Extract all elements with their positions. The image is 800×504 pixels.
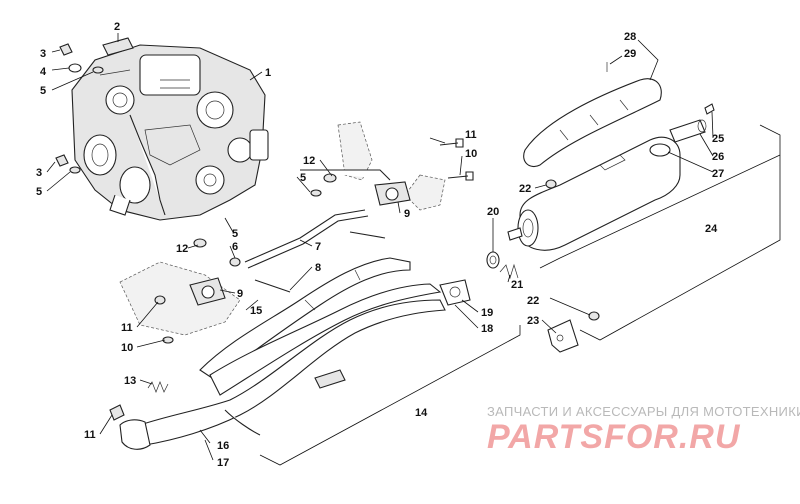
hardware-bolts bbox=[154, 138, 474, 344]
callout-28: 28 bbox=[624, 31, 636, 43]
callout-7: 7 bbox=[315, 241, 321, 253]
callout-5-b: 5 bbox=[36, 186, 42, 198]
callout-26: 26 bbox=[712, 151, 724, 163]
callout-1: 1 bbox=[265, 67, 271, 79]
callout-5: 5 bbox=[40, 85, 46, 97]
callout-13: 13 bbox=[124, 375, 136, 387]
callout-18: 18 bbox=[481, 323, 493, 335]
muffler-24 bbox=[507, 136, 681, 251]
callouts: 1 2 3 4 5 3 5 5 5 6 7 8 9 9 10 10 11 11 … bbox=[36, 21, 724, 469]
watermark-caption: ЗАПЧАСТИ И АКСЕССУАРЫ ДЛЯ МОТОТЕХНИКИ bbox=[487, 404, 800, 419]
engine-assembly bbox=[71, 44, 269, 221]
callout-29: 29 bbox=[624, 48, 636, 60]
callout-14: 14 bbox=[415, 407, 428, 419]
callout-5-d: 5 bbox=[232, 228, 238, 240]
callout-21: 21 bbox=[511, 279, 523, 291]
callout-23: 23 bbox=[527, 315, 539, 327]
bracket-23 bbox=[547, 319, 579, 353]
callout-3-b: 3 bbox=[36, 167, 42, 179]
callout-11-upper: 11 bbox=[465, 129, 477, 141]
callout-24: 24 bbox=[705, 223, 718, 235]
spring-13 bbox=[147, 381, 169, 393]
clamp-18-19 bbox=[439, 279, 471, 306]
nut-22 bbox=[545, 179, 600, 321]
gasket-lower bbox=[189, 277, 226, 306]
callout-3: 3 bbox=[40, 48, 46, 60]
callout-8: 8 bbox=[315, 262, 321, 274]
muffler-heat-shield-28 bbox=[523, 78, 662, 168]
gasket-20 bbox=[486, 251, 500, 269]
callout-22-lower: 22 bbox=[527, 295, 539, 307]
callout-10-lower: 10 bbox=[121, 342, 133, 354]
bracket-upper bbox=[337, 121, 446, 211]
header-pipe-15 bbox=[199, 257, 411, 381]
engine-mount-hardware bbox=[55, 43, 104, 174]
tail-pipe-26 bbox=[669, 119, 707, 143]
bolt-11-lower bbox=[109, 404, 125, 421]
callout-20: 20 bbox=[487, 206, 499, 218]
callout-17: 17 bbox=[217, 457, 229, 469]
callout-6: 6 bbox=[232, 241, 238, 253]
spring-21 bbox=[499, 263, 519, 280]
watermark: ЗАПЧАСТИ И АКСЕССУАРЫ ДЛЯ МОТОТЕХНИКИ PA… bbox=[487, 404, 800, 456]
support-rod bbox=[244, 169, 391, 269]
callout-9-lower: 9 bbox=[237, 288, 243, 300]
callout-4: 4 bbox=[40, 66, 47, 78]
callout-2: 2 bbox=[114, 21, 120, 33]
callout-11-mid: 11 bbox=[121, 322, 133, 334]
y-pipe-14 bbox=[119, 283, 446, 450]
group-bracket-24 bbox=[539, 124, 781, 341]
bolt-25 bbox=[704, 103, 715, 115]
gasket-27 bbox=[649, 143, 671, 157]
gasket-upper bbox=[374, 181, 411, 206]
callout-5-c: 5 bbox=[300, 172, 306, 184]
callout-9-upper: 9 bbox=[404, 208, 410, 220]
callout-27: 27 bbox=[712, 168, 724, 180]
callout-11-lower: 11 bbox=[84, 429, 96, 441]
group-bracket-14 bbox=[259, 325, 521, 466]
leader-lines bbox=[46, 33, 714, 461]
callout-15: 15 bbox=[250, 305, 262, 317]
callout-12-lower: 12 bbox=[176, 243, 188, 255]
watermark-brand: PARTSFOR.RU bbox=[487, 418, 741, 456]
callout-12-upper: 12 bbox=[303, 155, 315, 167]
callout-16: 16 bbox=[217, 440, 229, 452]
callout-10-upper: 10 bbox=[465, 148, 477, 160]
callout-25: 25 bbox=[712, 133, 724, 145]
callout-19: 19 bbox=[481, 307, 493, 319]
callout-22-upper: 22 bbox=[519, 183, 531, 195]
label-sticker bbox=[102, 37, 134, 56]
